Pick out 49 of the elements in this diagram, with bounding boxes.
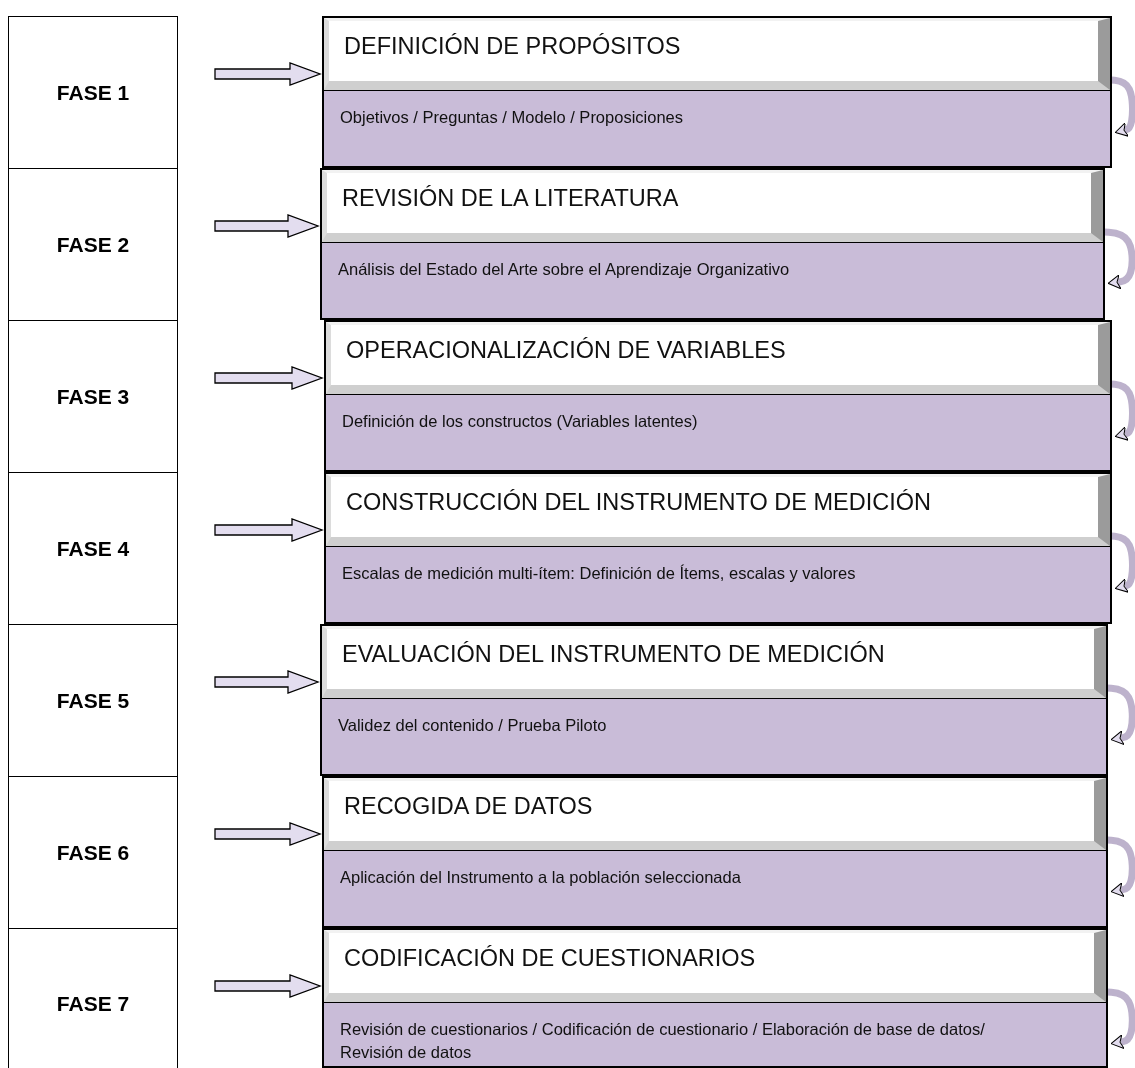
phase-label: FASE 5 xyxy=(56,688,130,713)
phase-panel xyxy=(322,776,1108,928)
phase-heading-box xyxy=(324,778,1106,850)
phase-panel xyxy=(322,16,1112,168)
phase-heading-box xyxy=(326,474,1110,546)
phase-label-box xyxy=(8,472,178,625)
block-arrow xyxy=(214,62,322,86)
heading-text: CONSTRUCCIÓN DEL INSTRUMENTO DE MEDICIÓN xyxy=(346,489,931,516)
block-arrow xyxy=(214,670,320,694)
phase-heading-box xyxy=(324,930,1106,1002)
phase-label: FASE 1 xyxy=(56,80,130,105)
phase-label-box xyxy=(8,776,178,929)
phase-label-box xyxy=(8,624,178,777)
phase-panel xyxy=(320,624,1108,776)
description-text: Análisis del Estado del Arte sobre el Aprendizaje Organizativo xyxy=(338,259,791,280)
heading-text: DEFINICIÓN DE PROPÓSITOS xyxy=(344,33,681,60)
heading-text: CODIFICACIÓN DE CUESTIONARIOS xyxy=(344,945,756,972)
phase-panel xyxy=(324,320,1112,472)
description-text: Escalas de medición multi-ítem: Definición de Ítems, escalas y valores xyxy=(342,563,857,584)
phase-heading-box xyxy=(326,322,1110,394)
block-arrow xyxy=(214,518,324,542)
phase-label: FASE 4 xyxy=(56,536,130,561)
phase-label: FASE 7 xyxy=(56,991,130,1016)
phase-label-box xyxy=(8,16,178,169)
phase-heading-box xyxy=(324,18,1110,90)
heading-text: EVALUACIÓN DEL INSTRUMENTO DE MEDICIÓN xyxy=(342,641,885,668)
phase-label: FASE 2 xyxy=(56,232,130,257)
block-arrow xyxy=(214,822,322,846)
heading-text: RECOGIDA DE DATOS xyxy=(344,793,593,820)
description-text: Definición de los constructos (Variables latentes) xyxy=(342,411,699,432)
phase-label-box xyxy=(8,928,178,1068)
description-text: Revisión de cuestionarios / Codificación de cuestionario / Elaboración de base de datos/ Revisión de datos xyxy=(340,1019,986,1063)
phase-label-box xyxy=(8,320,178,473)
description-text: Aplicación del Instrumento a la población seleccionada xyxy=(340,867,742,888)
phase-panel xyxy=(320,168,1105,320)
phase-panel xyxy=(322,928,1108,1068)
phase-label: FASE 3 xyxy=(56,384,130,409)
description-text: Validez del contenido / Prueba Piloto xyxy=(338,715,608,736)
heading-text: REVISIÓN DE LA LITERATURA xyxy=(342,185,679,212)
phase-heading-box xyxy=(322,170,1103,242)
phase-label: FASE 6 xyxy=(56,840,130,865)
block-arrow xyxy=(214,214,320,238)
phase-panel xyxy=(324,472,1112,624)
block-arrow xyxy=(214,974,322,998)
phase-label-box xyxy=(8,168,178,321)
block-arrow xyxy=(214,366,324,390)
phase-heading-box xyxy=(322,626,1106,698)
heading-text: OPERACIONALIZACIÓN DE VARIABLES xyxy=(346,337,786,364)
description-text: Objetivos / Preguntas / Modelo / Proposiciones xyxy=(340,107,684,128)
